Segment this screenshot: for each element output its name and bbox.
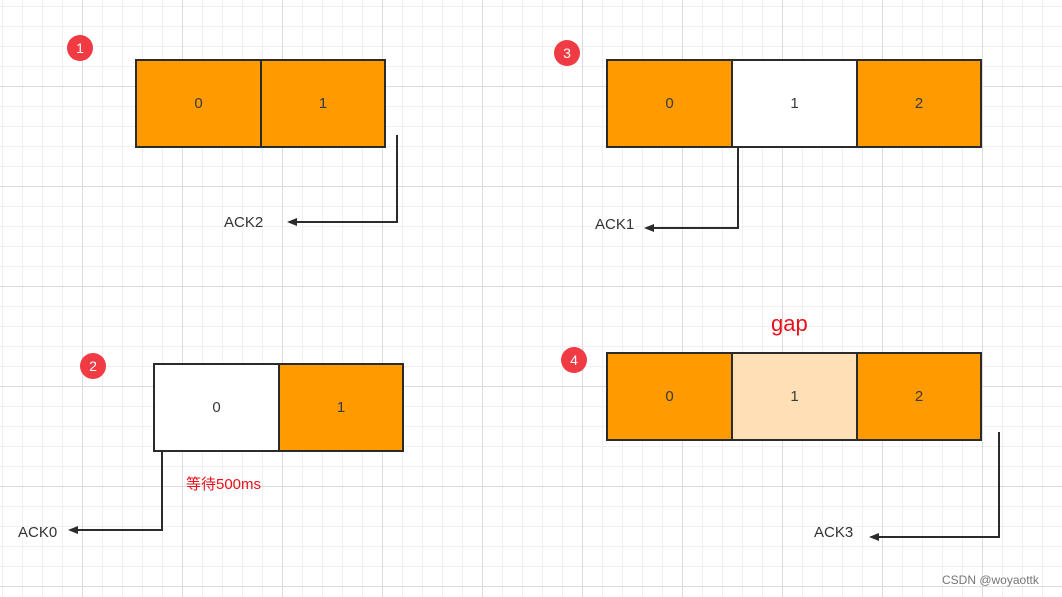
- packet-cell-0: 0: [606, 352, 733, 441]
- packet-cell-2: 2: [856, 352, 982, 441]
- packet-cell-0: 0: [153, 363, 280, 452]
- step-badge-4: 4: [561, 347, 587, 373]
- packet-cell-1: 1: [260, 59, 386, 148]
- packet-cell-1: 1: [731, 352, 858, 441]
- gap-title: gap: [771, 311, 808, 336]
- packet-cell-2: 2: [856, 59, 982, 148]
- packet-cell-1: 1: [731, 59, 858, 148]
- packet-cell-0: 0: [135, 59, 262, 148]
- ack-arrow-3: [644, 148, 739, 232]
- ack-label: ACK0: [18, 524, 58, 541]
- ack-arrow-1: [287, 135, 398, 226]
- packet-cell-1: 1: [278, 363, 404, 452]
- packet-cell-0: 0: [606, 59, 733, 148]
- ack-label: ACK2: [224, 214, 264, 231]
- ack-label: ACK1: [595, 216, 635, 233]
- step-badge-1: 1: [67, 35, 93, 61]
- step-badge-3: 3: [554, 40, 580, 66]
- step-badge-2: 2: [80, 353, 106, 379]
- ack-arrow-2: [68, 452, 163, 534]
- ack-label: ACK3: [814, 524, 854, 541]
- watermark: CSDN @woyaottk: [942, 573, 1039, 587]
- wait-note: 等待500ms: [186, 476, 262, 493]
- ack-arrow-4: [869, 432, 1000, 541]
